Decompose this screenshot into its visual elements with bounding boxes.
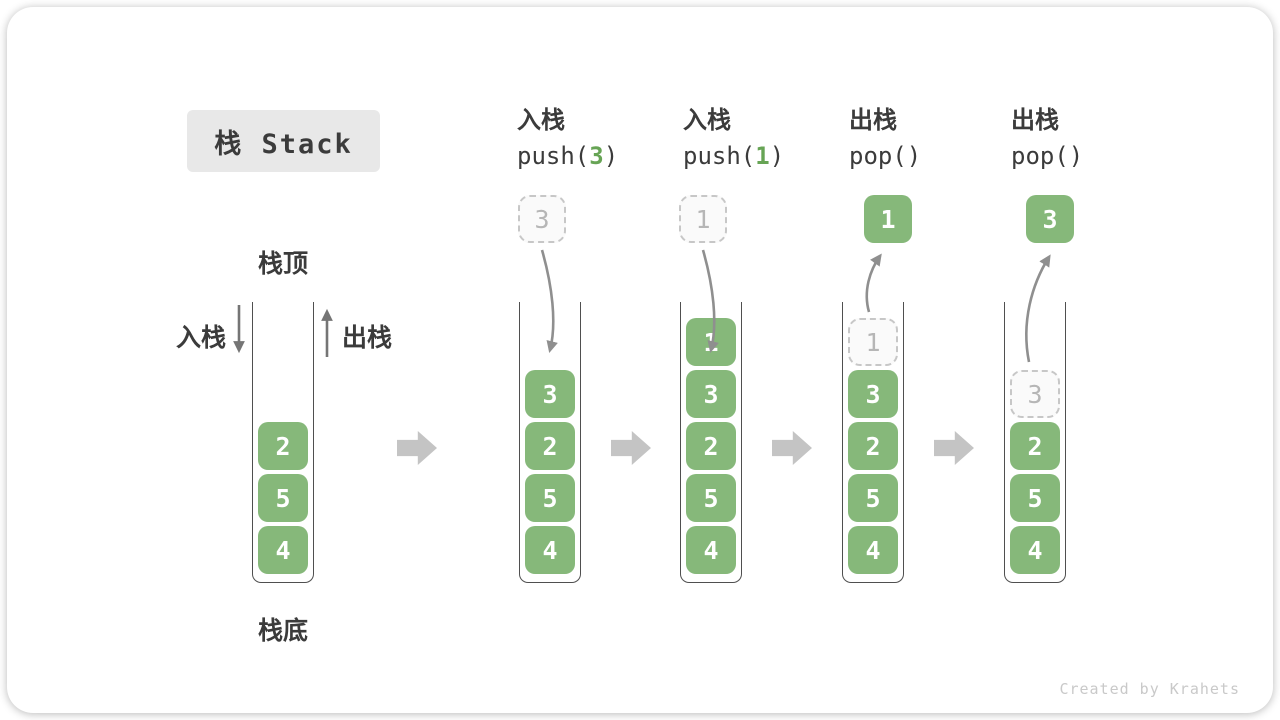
operation-arg: 3 [589, 142, 604, 170]
operation-arg: 1 [755, 142, 770, 170]
next-step-arrow-icon [772, 431, 812, 465]
stack-cell: 4 [1010, 526, 1060, 574]
operation-title: 入栈 [517, 106, 565, 134]
operation-header-push-3: 入栈 push(3) [517, 106, 618, 171]
stack-cell: 4 [525, 526, 575, 574]
operation-header-push-1: 入栈 push(1) [683, 106, 784, 171]
stack-cell: 2 [525, 422, 575, 470]
stack-cell: 5 [525, 474, 575, 522]
next-step-arrow-icon [397, 431, 437, 465]
stack-cell: 4 [848, 526, 898, 574]
diagram-title: 栈 Stack [187, 110, 380, 172]
next-step-arrow-icon [934, 431, 974, 465]
operation-title: 入栈 [683, 106, 731, 134]
stack-cell: 2 [1010, 422, 1060, 470]
stack-cell: 5 [848, 474, 898, 522]
next-step-arrow-icon [611, 431, 651, 465]
stack-cell: 2 [686, 422, 736, 470]
stack-cell: 4 [258, 526, 308, 574]
stack-cell-ghost: 1 [848, 318, 898, 366]
operation-title: 出栈 [849, 106, 897, 134]
operation-title: 出栈 [1011, 106, 1059, 134]
operation-header-pop-1: 出栈 pop() [849, 106, 921, 171]
operation-code: push(1) [683, 142, 785, 170]
stack-cell: 5 [686, 474, 736, 522]
push-side-label: 入栈 [175, 323, 226, 352]
incoming-value-box: 1 [679, 195, 727, 243]
stack-cell: 2 [848, 422, 898, 470]
pop-side-label: 出栈 [342, 323, 393, 352]
stack-cell: 1 [686, 318, 736, 366]
popped-value-box: 3 [1026, 195, 1074, 243]
stack-top-label: 栈顶 [257, 249, 308, 278]
stack-cell: 5 [1010, 474, 1060, 522]
operation-code: push(3) [517, 142, 619, 170]
operation-header-pop-3: 出栈 pop() [1011, 106, 1083, 171]
stack-cell: 3 [686, 370, 736, 418]
incoming-value-box: 3 [518, 195, 566, 243]
stack-bottom-label: 栈底 [257, 616, 308, 645]
stack-cell: 4 [686, 526, 736, 574]
popped-value-box: 1 [864, 195, 912, 243]
watermark: Created by Krahets [1059, 680, 1240, 698]
stack-cell: 5 [258, 474, 308, 522]
stack-cell-ghost: 3 [1010, 370, 1060, 418]
stack-cell: 3 [848, 370, 898, 418]
stack-cell: 3 [525, 370, 575, 418]
stack-cell: 2 [258, 422, 308, 470]
operation-code: pop() [1011, 142, 1084, 170]
operation-code: pop() [849, 142, 922, 170]
